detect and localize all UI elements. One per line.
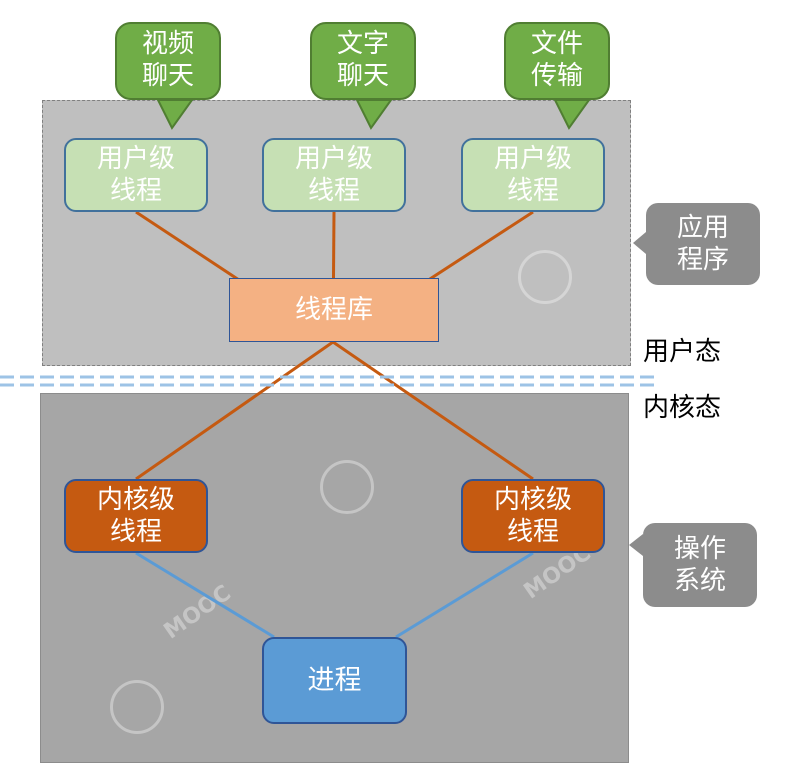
bubble-video-chat: 视频 聊天 <box>115 22 221 100</box>
process-box: 进程 <box>262 637 407 724</box>
link-kernel1-process <box>135 551 275 639</box>
side-label-pointer <box>633 232 646 254</box>
orange-links <box>135 210 534 481</box>
bubble-tail <box>355 99 393 130</box>
user-thread-2: 用户级 线程 <box>262 138 406 212</box>
link-hub-kernel2 <box>332 340 534 481</box>
user-thread-label: 用户级 线程 <box>493 143 572 207</box>
bubble-label: 视频 聊天 <box>141 29 194 91</box>
bubble-tail <box>553 99 591 130</box>
bubble-text-chat: 文字 聊天 <box>310 22 416 100</box>
thread-library-label: 线程库 <box>294 294 373 325</box>
link-kernel2-process <box>395 551 534 639</box>
user-thread-3: 用户级 线程 <box>461 138 605 212</box>
watermark-logo-icon <box>518 250 572 304</box>
link-hub-kernel1 <box>135 340 334 481</box>
kernel-mode-label: 内核态 <box>643 393 722 423</box>
process-label: 进程 <box>307 664 362 696</box>
side-label-pointer <box>629 534 643 556</box>
side-label-application: 应用 程序 <box>646 203 760 285</box>
kernel-thread-label: 内核级 线程 <box>493 484 572 548</box>
user-kernel-boundary <box>0 375 655 387</box>
watermark-logo-icon <box>110 680 164 734</box>
user-thread-1: 用户级 线程 <box>64 138 208 212</box>
side-label-text: 操作 系统 <box>673 533 726 597</box>
kernel-thread-1: 内核级 线程 <box>64 479 208 553</box>
watermark-logo-icon <box>320 460 374 514</box>
side-label-os: 操作 系统 <box>643 523 757 607</box>
kernel-thread-label: 内核级 线程 <box>96 484 175 548</box>
bubble-file-transfer: 文件 传输 <box>504 22 610 100</box>
blue-links <box>135 551 534 639</box>
bubble-label: 文字 聊天 <box>336 29 389 91</box>
side-label-text: 应用 程序 <box>676 212 729 276</box>
bubble-tail <box>156 99 194 130</box>
user-thread-label: 用户级 线程 <box>96 143 175 207</box>
thread-library: 线程库 <box>229 278 439 342</box>
bubble-label: 文件 传输 <box>530 29 583 91</box>
kernel-thread-2: 内核级 线程 <box>461 479 605 553</box>
user-mode-label: 用户态 <box>643 337 722 367</box>
user-thread-label: 用户级 线程 <box>294 143 373 207</box>
